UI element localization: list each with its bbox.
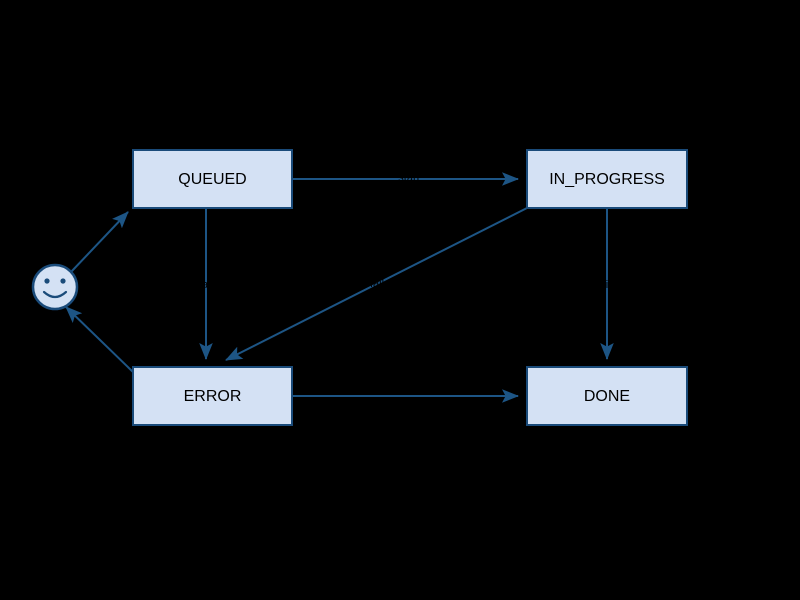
state-node-in-progress[interactable]: IN_PROGRESS xyxy=(526,149,688,209)
start-node-circle xyxy=(31,263,79,311)
edge-line-error-start xyxy=(65,306,134,373)
state-box-error-rect xyxy=(132,366,293,426)
edge-label-queued-error: fail xyxy=(199,279,213,291)
edge-in_progress-to-error[interactable]: fail xyxy=(225,207,528,361)
edge-error-to-start[interactable] xyxy=(65,306,134,373)
edge-line-start-queued xyxy=(70,211,129,273)
state-box-done-rect xyxy=(526,366,688,426)
smiley-left-eye-icon xyxy=(44,278,50,284)
edge-in_progress-to-done[interactable]: finish xyxy=(594,208,620,360)
smiley-right-eye-icon xyxy=(60,278,66,284)
edge-label-queued-in_progress: start xyxy=(398,172,419,184)
state-node-error[interactable]: ERROR xyxy=(132,366,293,426)
smiley-mouth-icon xyxy=(42,290,68,299)
state-box-in-progress-rect xyxy=(526,149,688,209)
state-box-queued-rect xyxy=(132,149,293,209)
state-node-done[interactable]: DONE xyxy=(526,366,688,426)
edge-line-in_progress-error xyxy=(225,207,528,361)
edge-queued-to-in_progress[interactable]: start xyxy=(292,172,519,186)
state-node-queued[interactable]: QUEUED xyxy=(132,149,293,209)
edge-label-in_progress-error: fail xyxy=(370,278,384,290)
edge-queued-to-error[interactable]: fail xyxy=(199,208,213,360)
start-node[interactable] xyxy=(31,263,79,311)
edge-label-in_progress-done: finish xyxy=(594,279,620,291)
edge-start-to-queued[interactable] xyxy=(70,211,129,273)
